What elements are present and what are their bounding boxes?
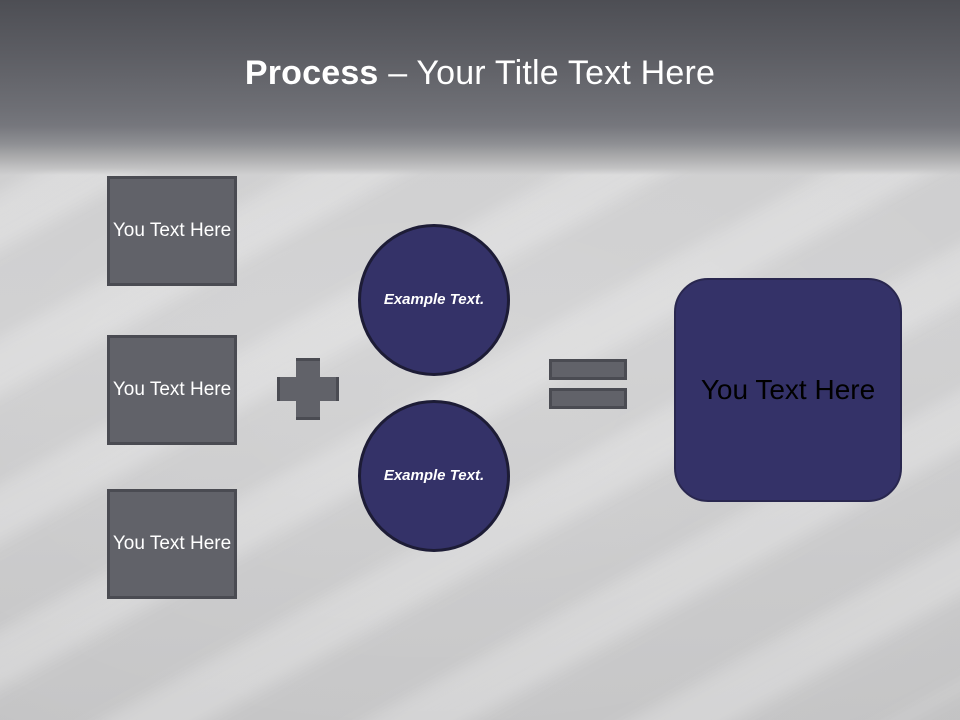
example-circle-2[interactable]: Example Text. <box>358 400 510 552</box>
page-title: Process – Your Title Text Here <box>0 50 960 96</box>
input-box-2[interactable]: You Text Here <box>107 335 237 445</box>
plus-icon <box>277 358 339 420</box>
result-box[interactable]: You Text Here <box>674 278 902 502</box>
example-circle-1-label: Example Text. <box>383 291 485 308</box>
input-box-1-label: You Text Here <box>112 220 232 241</box>
example-circle-2-label: Example Text. <box>383 467 485 484</box>
input-box-3[interactable]: You Text Here <box>107 489 237 599</box>
result-box-label: You Text Here <box>700 374 876 405</box>
page-title-rest: – Your Title Text Here <box>378 54 716 92</box>
page-title-strong: Process <box>244 54 379 92</box>
title-band <box>0 0 960 175</box>
equals-icon-bottom-bar <box>549 388 627 409</box>
equals-icon-top-bar <box>549 359 627 380</box>
plus-icon-center <box>299 380 317 398</box>
example-circle-1[interactable]: Example Text. <box>358 224 510 376</box>
equals-icon <box>549 359 627 409</box>
input-box-1[interactable]: You Text Here <box>107 176 237 286</box>
input-box-3-label: You Text Here <box>112 533 232 554</box>
input-box-2-label: You Text Here <box>112 379 232 400</box>
